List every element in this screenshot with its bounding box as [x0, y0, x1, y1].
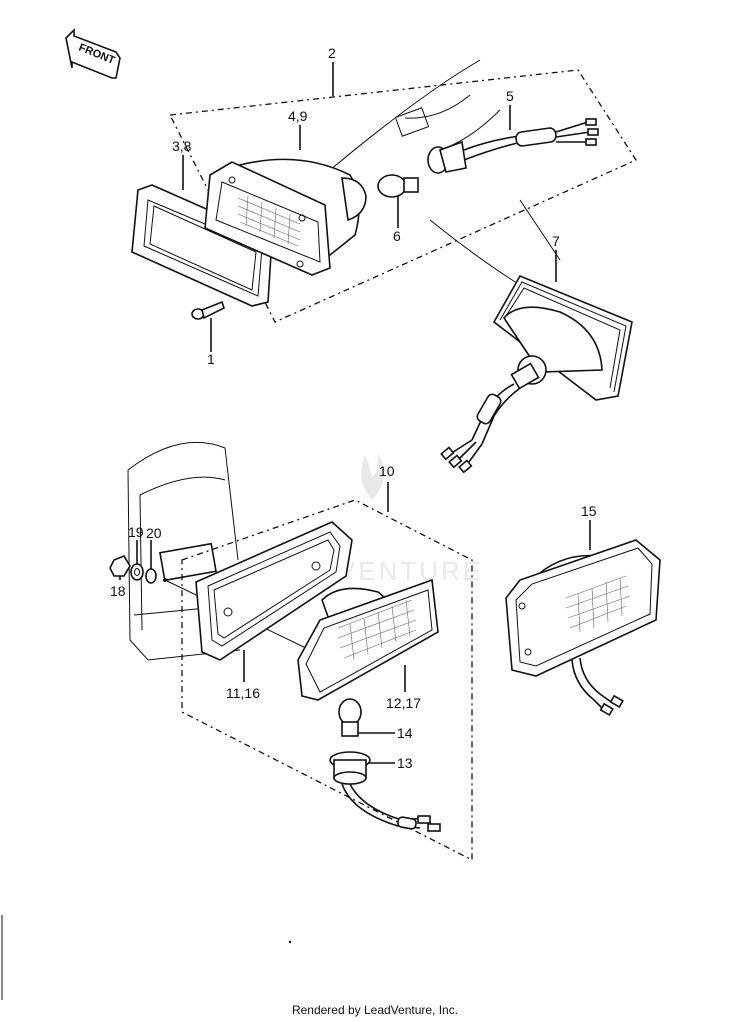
- socket-harness-5: [427, 118, 599, 174]
- callout-14: 14: [397, 725, 413, 741]
- bulb-14: [338, 698, 362, 737]
- lamp-assembly-7: [440, 274, 633, 474]
- gasket-11-16: [195, 521, 353, 661]
- body-reflector: [159, 542, 217, 582]
- front-arrow-icon: FRONT: [65, 28, 121, 79]
- stray-dot: [288, 940, 292, 944]
- lens-housing-12-17: [297, 578, 439, 701]
- assembly-boundary-2: [168, 69, 637, 323]
- callout-15: 15: [581, 503, 597, 519]
- socket-harness-13: [329, 751, 441, 832]
- callout-11-16: 11,16: [226, 685, 260, 701]
- callout-13: 13: [397, 755, 413, 771]
- callout-12-17: 12,17: [386, 695, 421, 711]
- fasteners-18-19-20: [109, 555, 311, 651]
- assembly-boundary-10: [181, 499, 473, 862]
- footer-credit: Rendered by LeadVenture, Inc.: [291, 1003, 459, 1017]
- fender-outline: [329, 59, 561, 286]
- callout-4-9: 4,9: [288, 108, 308, 124]
- callout-6: 6: [393, 228, 401, 244]
- body-outline: [127, 441, 241, 661]
- screw-1: [191, 300, 225, 320]
- callout-18: 18: [110, 583, 126, 599]
- callout-1: 1: [207, 351, 215, 367]
- callout-20: 20: [146, 525, 162, 541]
- callout-19: 19: [128, 524, 144, 540]
- callout-5: 5: [506, 88, 514, 104]
- bulb-6: [377, 174, 419, 198]
- callout-2: 2: [328, 45, 336, 61]
- fender-reflector: [394, 107, 430, 137]
- callout-7: 7: [552, 233, 560, 249]
- callout-10: 10: [379, 463, 395, 479]
- lamp-assembly-15: [505, 539, 661, 717]
- callout-3-8: 3,8: [172, 138, 192, 154]
- lens-housing-4-9: [204, 158, 367, 276]
